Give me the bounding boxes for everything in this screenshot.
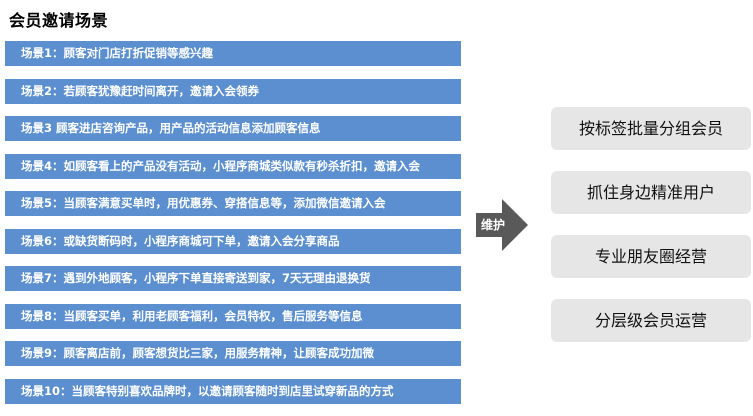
scenario-item-4: 场景4：如顾客看上的产品没有活动，小程序商城类似款有秒杀折扣，邀请入会 bbox=[5, 153, 461, 179]
outcome-list: 按标签批量分组会员 抓住身边精准用户 专业朋友圈经营 分层级会员运营 bbox=[551, 107, 751, 363]
scenario-item-7: 场景7：遇到外地顾客，小程序下单直接寄送到家，7天无理由退换货 bbox=[5, 266, 461, 291]
scenario-list: 场景1：顾客对门店打折促销等感兴趣 场景2：若顾客犹豫赶时间离开，邀请入会领券 … bbox=[5, 41, 461, 416]
outcome-item-1: 按标签批量分组会员 bbox=[551, 107, 751, 150]
maintain-arrow: 维护 bbox=[476, 199, 528, 251]
scenario-item-6: 场景6：或缺货断码时，小程序商城可下单，邀请入会分享商品 bbox=[5, 228, 461, 254]
scenario-item-3: 场景3 顾客进店咨询产品，用产品的活动信息添加顾客信息 bbox=[5, 116, 461, 141]
scenario-item-5: 场景5：当顾客满意买单时，用优惠券、穿搭信息等，添加微信邀请入会 bbox=[5, 191, 461, 216]
scenario-item-10: 场景10：当顾客特别喜欢品牌时，以邀请顾客随时到店里试穿新品的方式 bbox=[5, 378, 461, 404]
scenario-item-2: 场景2：若顾客犹豫赶时间离开，邀请入会领券 bbox=[5, 78, 461, 104]
scenario-item-8: 场景8：当顾客买单，利用老顾客福利，会员特权，售后服务等信息 bbox=[5, 303, 461, 329]
arrow-right-icon bbox=[476, 199, 528, 251]
scenario-item-9: 场景9：顾客离店前，顾客想货比三家，用服务精神，让顾客成功加微 bbox=[5, 341, 461, 366]
scenario-item-1: 场景1：顾客对门店打折促销等感兴趣 bbox=[5, 41, 461, 66]
outcome-item-3: 专业朋友圈经营 bbox=[551, 235, 751, 278]
outcome-item-2: 抓住身边精准用户 bbox=[551, 171, 751, 214]
arrow-label: 维护 bbox=[481, 218, 506, 232]
page-title: 会员邀请场景 bbox=[9, 11, 109, 30]
outcome-item-4: 分层级会员运营 bbox=[551, 299, 751, 342]
